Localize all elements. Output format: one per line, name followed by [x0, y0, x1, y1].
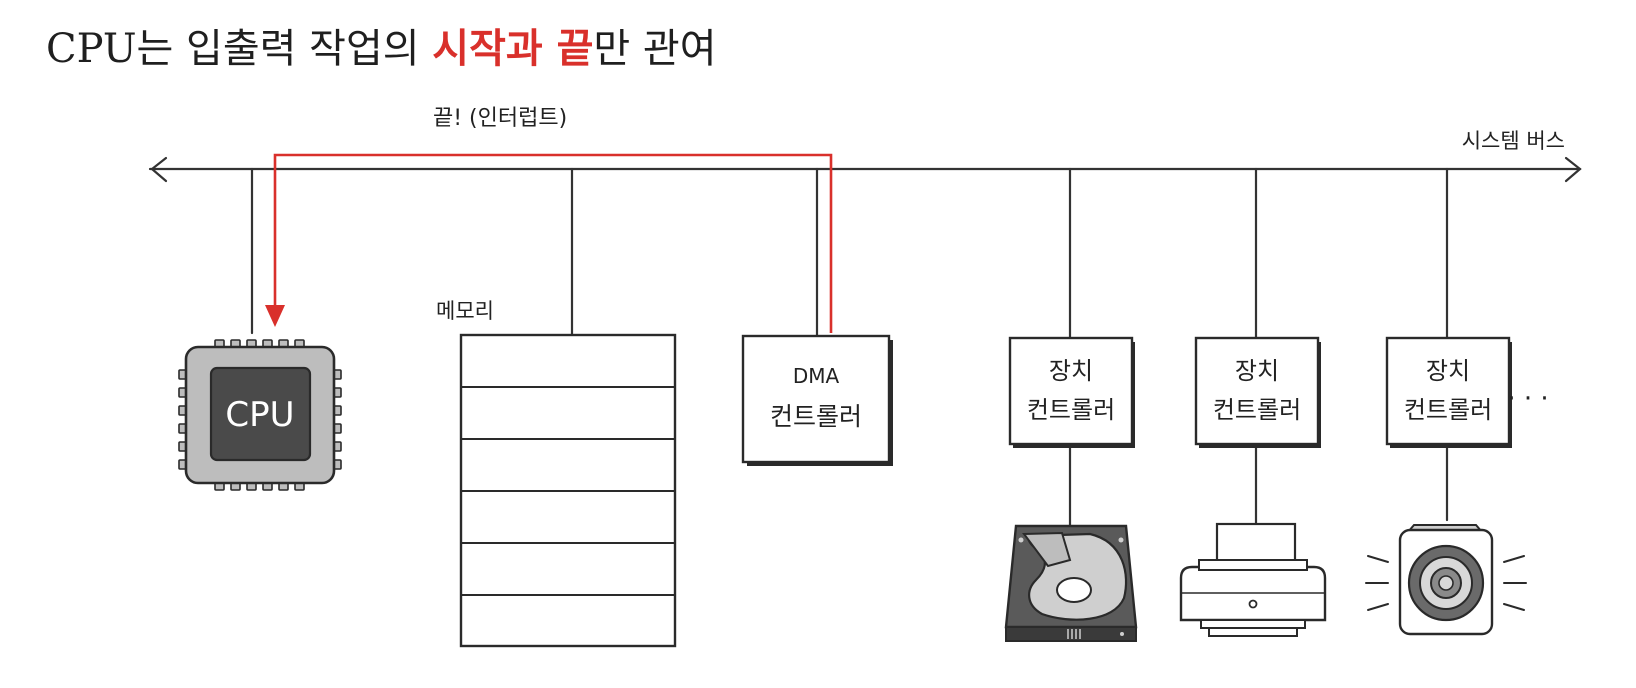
- dma-label: DMA: [793, 364, 840, 388]
- title-suffix: 만 관여: [593, 26, 716, 72]
- memory-cells: [461, 386, 675, 596]
- device-controller-3-line2: 컨트롤러: [1404, 396, 1492, 424]
- device-controller-2-box: [1194, 336, 1320, 446]
- device-controller-3: 장치 컨트롤러: [1385, 336, 1512, 448]
- cpu-label: CPU: [225, 395, 294, 435]
- system-bus: 시스템 버스: [148, 129, 1582, 183]
- bus-label: 시스템 버스: [1462, 129, 1565, 153]
- bus-connectors: [250, 167, 1449, 527]
- interrupt-path: 끝! (인터럽트): [265, 106, 833, 333]
- device-controller-3-line1: 장치: [1426, 357, 1470, 385]
- cpu-pins: [178, 339, 342, 491]
- device-controller-2-line2: 컨트롤러: [1213, 396, 1301, 424]
- device-controller-3-box: [1385, 336, 1511, 446]
- title-highlight: 시작과 끝: [432, 25, 593, 72]
- title-prefix: CPU는 입출력 작업의: [46, 26, 432, 72]
- bus-arrow-right-icon: [1564, 156, 1582, 183]
- printer-icon: [1179, 522, 1327, 637]
- cpu-chip: CPU: [178, 339, 342, 491]
- device-controller-1-box: [1008, 336, 1134, 446]
- memory-label: 메모리: [436, 299, 494, 323]
- device-controller-1: 장치 컨트롤러: [1008, 336, 1135, 448]
- interrupt-arrow-icon: [265, 305, 285, 327]
- interrupt-line: [273, 153, 833, 333]
- hard-disk-icon: [1004, 524, 1138, 642]
- device-controller-2: 장치 컨트롤러: [1194, 336, 1321, 448]
- memory: 메모리: [436, 299, 677, 648]
- sound-waves-icon: [1365, 555, 1527, 611]
- dma-controller: DMA 컨트롤러: [741, 334, 893, 466]
- device-controller-1-line1: 장치: [1049, 357, 1093, 385]
- device-controller-2-line1: 장치: [1235, 357, 1279, 385]
- dma-controller-label: 컨트롤러: [770, 402, 862, 431]
- more-devices-ellipsis: · · ·: [1507, 384, 1548, 414]
- speaker-icon: [1365, 524, 1527, 636]
- device-controller-1-line2: 컨트롤러: [1027, 396, 1115, 424]
- dma-controller-box: [741, 334, 891, 464]
- cpu-die: [209, 366, 312, 462]
- page-title: CPU는 입출력 작업의 시작과 끝만 관여: [46, 25, 717, 72]
- interrupt-label: 끝! (인터럽트): [433, 106, 567, 131]
- bus-arrow-left-icon: [150, 156, 168, 183]
